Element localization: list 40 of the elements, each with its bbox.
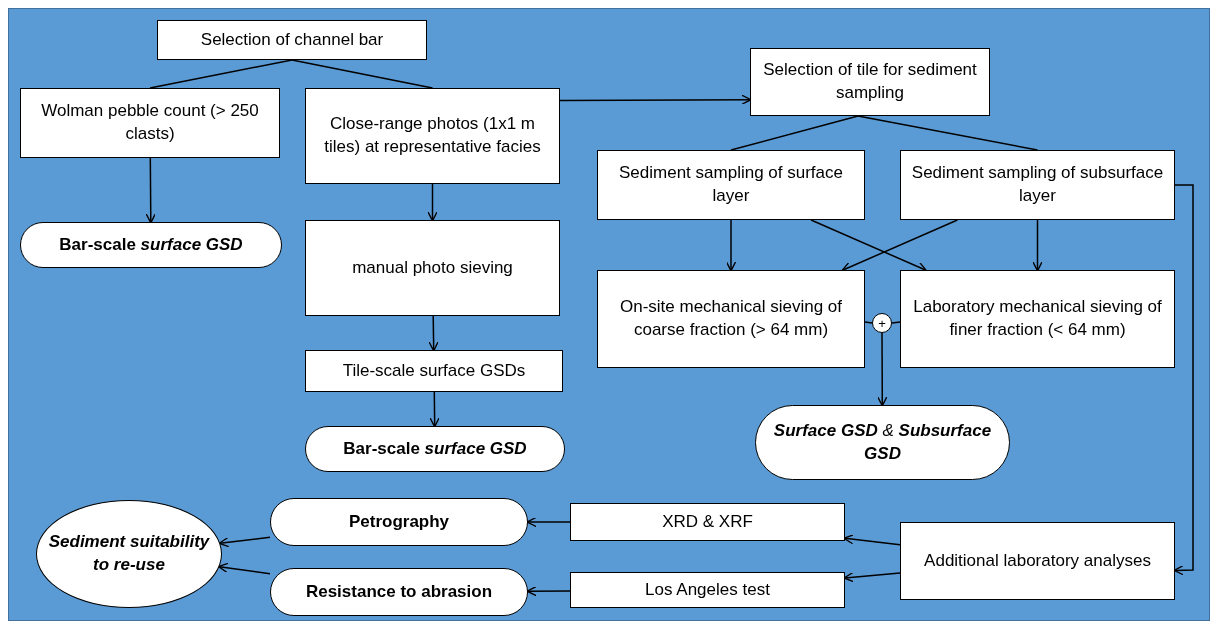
connector-line bbox=[891, 321, 901, 324]
process-box: Selection of channel bar bbox=[157, 20, 427, 60]
arrow bbox=[218, 536, 271, 548]
result-terminal: Bar-scale surface GSD bbox=[305, 426, 565, 472]
arrow bbox=[810, 219, 927, 272]
process-box: Selection of tile for sediment sampling bbox=[750, 48, 990, 116]
arrow bbox=[1032, 219, 1043, 272]
arrow bbox=[841, 219, 959, 272]
arrow bbox=[428, 315, 439, 352]
result-terminal: Petrography bbox=[270, 498, 528, 546]
process-box: Sediment sampling of subsurface layer bbox=[900, 150, 1175, 220]
process-box: Los Angeles test bbox=[570, 572, 845, 608]
arrow bbox=[559, 94, 752, 105]
arrow bbox=[877, 332, 888, 407]
arrow bbox=[843, 572, 901, 583]
process-box: Laboratory mechanical sieving of finer fraction (< 64 mm) bbox=[900, 270, 1175, 368]
arrow bbox=[843, 534, 901, 546]
process-box: XRD & XRF bbox=[570, 503, 845, 541]
arrow bbox=[526, 516, 571, 528]
arrow bbox=[526, 585, 571, 597]
process-box: Tile-scale surface GSDs bbox=[305, 350, 563, 392]
connector-line bbox=[864, 321, 873, 324]
process-box: Wolman pebble count (> 250 clasts) bbox=[20, 88, 280, 158]
process-box: manual photo sieving bbox=[305, 220, 560, 316]
arrow bbox=[429, 391, 440, 428]
arrow bbox=[1173, 184, 1194, 576]
arrow bbox=[145, 157, 156, 224]
arrow bbox=[725, 219, 737, 272]
connector-line bbox=[730, 115, 859, 151]
process-box: Sediment sampling of surface layer bbox=[597, 150, 865, 220]
connector-line bbox=[291, 59, 434, 89]
process-box: Additional laboratory analyses bbox=[900, 522, 1175, 600]
result-terminal: Bar-scale surface GSD bbox=[20, 222, 282, 268]
result-terminal: Resistance to abrasion bbox=[270, 568, 528, 616]
connector-line bbox=[857, 115, 1039, 151]
connector-line bbox=[149, 59, 293, 89]
result-terminal: Surface GSD & Subsurface GSD bbox=[755, 405, 1010, 480]
process-box: Close-range photos (1x1 m tiles) at representative facies bbox=[305, 88, 560, 184]
process-box: On-site mechanical sieving of coarse fraction (> 64 mm) bbox=[597, 270, 865, 368]
arrow bbox=[427, 183, 438, 222]
